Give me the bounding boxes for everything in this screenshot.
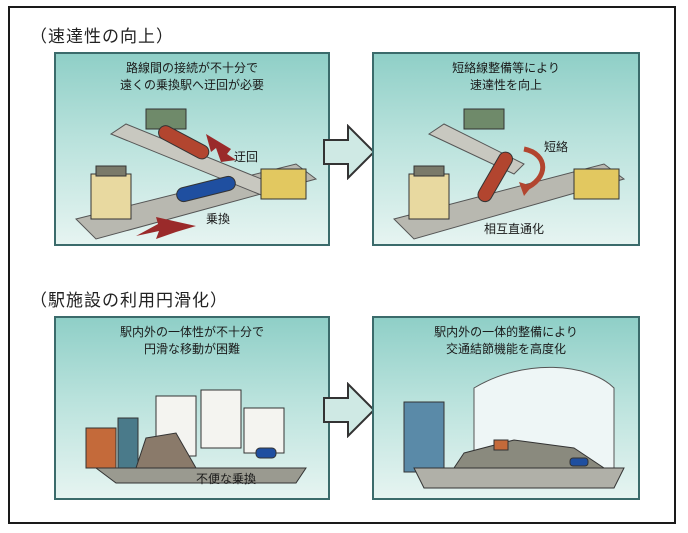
label-inconvenient-transfer: 不便な乗換 — [196, 472, 257, 486]
speed-after-illustration — [393, 108, 626, 240]
panel-station-after: 駅内外の一体的整備により 交通結節機能を高度化 — [372, 316, 640, 500]
station-before-illustration — [85, 389, 307, 484]
panel-speed-before: 路線間の接続が不十分で 遠くの乗換駅へ迂回が必要 迂回 乗換 — [54, 52, 330, 246]
section-title-speed: （速達性の向上） — [30, 27, 174, 47]
detour-arrow — [206, 134, 236, 162]
label-transfer: 乗換 — [206, 212, 231, 226]
transfer-arrow — [136, 217, 196, 239]
label-through-service: 相互直通化 — [484, 222, 545, 236]
right-arrow-1 — [323, 124, 376, 180]
label-shortcut: 短絡 — [544, 140, 569, 154]
caption-speed-after: 短絡線整備等により 速達性を向上 — [452, 61, 560, 92]
train-red-shortcut — [477, 151, 513, 203]
right-arrow-2 — [323, 382, 376, 438]
train-blue — [176, 175, 236, 203]
station-after-illustration — [403, 366, 625, 489]
caption-station-after: 駅内外の一体的整備により 交通結節機能を高度化 — [434, 325, 578, 356]
station-right — [260, 168, 307, 200]
caption-speed-before: 路線間の接続が不十分で 遠くの乗換駅へ迂回が必要 — [119, 61, 264, 92]
section-title-station: （駅施設の利用円滑化） — [30, 291, 228, 311]
panel-speed-after: 短絡線整備等により 速達性を向上 短絡 相互直通化 — [372, 52, 640, 246]
label-detour: 迂回 — [234, 150, 259, 164]
station-left — [90, 173, 132, 220]
speed-before-illustration — [75, 108, 318, 240]
train-red — [158, 125, 210, 160]
panel-station-before: 駅内外の一体性が不十分で 円滑な移動が困難 不便な乗換 — [54, 316, 330, 500]
caption-station-before: 駅内外の一体性が不十分で 円滑な移動が困難 — [119, 325, 264, 356]
